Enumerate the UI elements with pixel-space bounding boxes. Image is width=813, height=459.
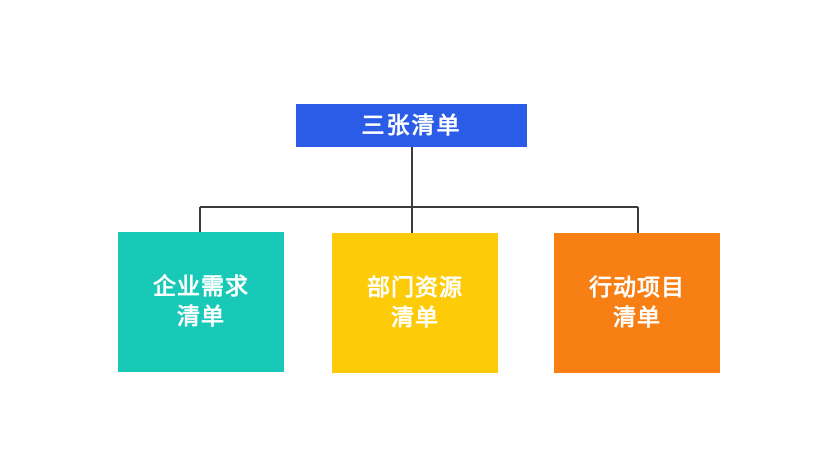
node-child-action-project-list[interactable]: 行动项目 清单 — [554, 233, 720, 373]
node-child-enterprise-demand-list[interactable]: 企业需求 清单 — [118, 232, 284, 372]
node-child-department-resource-list[interactable]: 部门资源 清单 — [332, 233, 498, 373]
node-root[interactable]: 三张清单 — [296, 104, 527, 147]
